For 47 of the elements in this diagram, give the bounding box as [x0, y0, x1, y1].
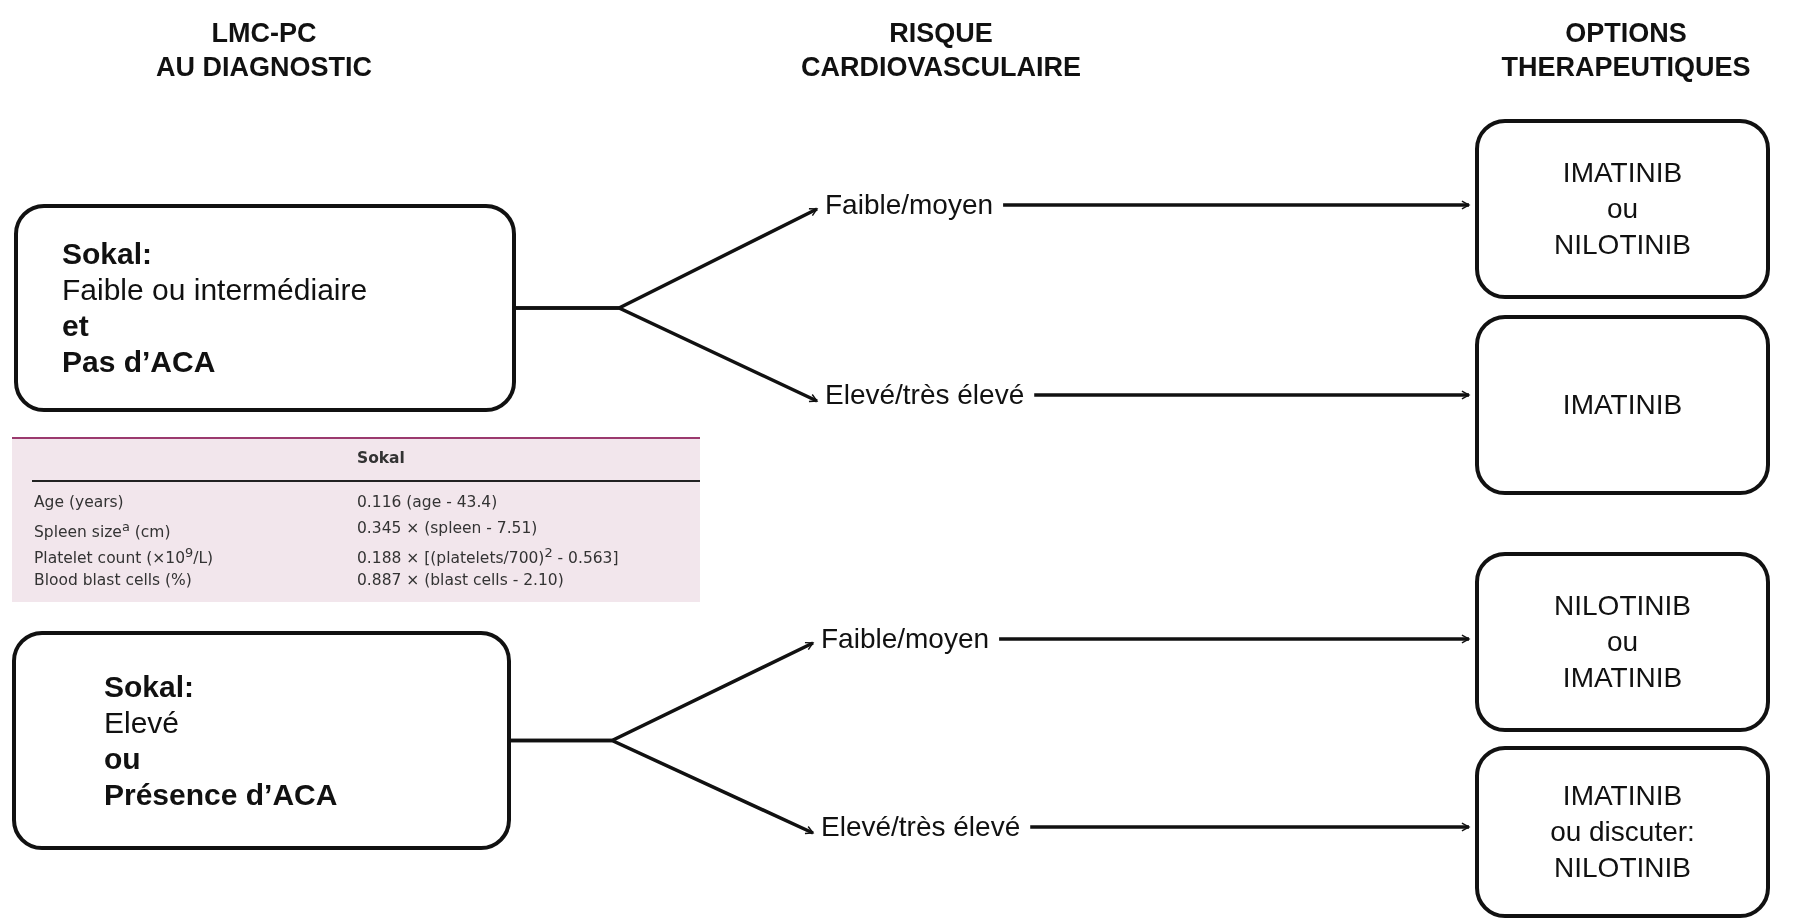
risk-text: Elevé/très élevé [825, 379, 1025, 411]
box-text: Faible ou intermédiaire [62, 272, 369, 308]
box-text: NILOTINIB [1554, 851, 1691, 885]
formula-text: 0.188 × [(platelets/700)$^{2}$ - 0.563] [357, 545, 619, 568]
risk-text: Elevé/très élevé [821, 811, 1021, 843]
arrow [999, 634, 1470, 644]
column-heading: LMC-PC [210, 17, 318, 50]
column-heading: OPTIONS THERAPEUTIQUES [1501, 17, 1751, 84]
column-heading: RISQUE CARDIOVASCULAIRE [801, 17, 1081, 84]
column-heading: AU DIAGNOSTIC [155, 51, 373, 84]
risk-text: Faible/moyen [825, 189, 994, 221]
box-text: ou discuter: [1550, 815, 1695, 849]
rounded-box [14, 204, 516, 412]
box-text: ou [104, 740, 142, 777]
box-text: Elevé [104, 704, 181, 741]
rounded-box [1475, 746, 1770, 918]
row-label: Platelet count (×10$^{9}$/L) [34, 545, 214, 568]
box-text: Présence d’ACA [104, 776, 339, 813]
arrow [511, 738, 814, 835]
box-text: IMATINIB [1562, 661, 1683, 695]
row-label: Spleen size$^{a}$ (cm) [34, 519, 171, 542]
rounded-box [1475, 315, 1770, 495]
arrow [1030, 822, 1470, 832]
table-heading: Sokal [357, 449, 405, 467]
formula-text: 0.345 × (spleen - 7.51) [357, 519, 538, 537]
risk-text: Faible/moyen [821, 623, 990, 655]
box-text: ou [1606, 192, 1639, 226]
box-text: Pas d’ACA [62, 344, 217, 380]
box-text: Sokal: [104, 668, 196, 705]
box-text: NILOTINIB [1554, 589, 1691, 623]
box-text: IMATINIB [1562, 156, 1683, 190]
box-text: Sokal: [62, 236, 154, 272]
rounded-box [1475, 119, 1770, 299]
formula-text: 0.116 (age - 43.4) [357, 493, 498, 511]
rounded-box [12, 631, 511, 850]
rounded-box [1475, 552, 1770, 732]
box-text: IMATINIB [1562, 779, 1683, 813]
arrow [516, 306, 818, 403]
row-label: Blood blast cells (%) [34, 571, 192, 589]
formula-text: 0.887 × (blast cells - 2.10) [357, 571, 564, 589]
box-text: IMATINIB [1562, 388, 1683, 422]
box-text: ou [1606, 625, 1639, 659]
box-text: NILOTINIB [1554, 228, 1691, 262]
arrow [1034, 390, 1470, 400]
box-text: et [62, 308, 90, 344]
arrow [1003, 200, 1470, 210]
row-label: Age (years) [34, 493, 124, 511]
